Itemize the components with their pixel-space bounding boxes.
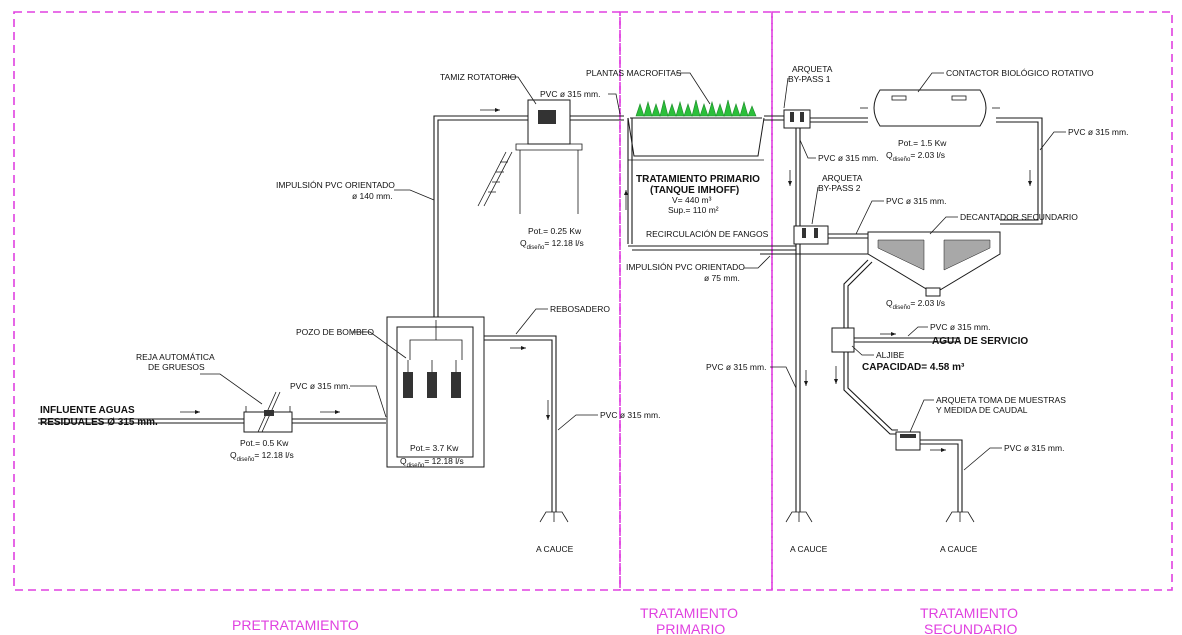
decantador-q: Qdiseño= 2.03 l/s <box>886 298 945 311</box>
arqueta-toma-label-1: ARQUETA TOMA DE MUESTRAS <box>936 395 1066 405</box>
tamiz-q: Qdiseño= 12.18 l/s <box>520 238 584 251</box>
pvc-contactor-label: PVC ø 315 mm. <box>1068 127 1128 137</box>
section-pretratamiento: PRETRATAMIENTO <box>232 617 359 633</box>
effluent-pipe <box>834 259 898 435</box>
reja-automatica <box>243 391 293 433</box>
tp-label-3: V= 440 m³ <box>672 195 712 205</box>
arqueta1-label-1: ARQUETA <box>792 64 833 74</box>
tp-label-2: (TANQUE IMHOFF) <box>650 185 739 196</box>
influent-label-2: RESIDUALES Ø 315 mm. <box>40 417 158 428</box>
capacidad-label: CAPACIDAD= 4.58 m³ <box>862 362 965 373</box>
arqueta-bypass-1 <box>783 109 868 129</box>
agua-servicio-label: AGUA DE SERVICIO <box>932 336 1028 347</box>
pvc-tamiz-label: PVC ø 315 mm. <box>540 89 600 99</box>
aljibe-label: ALJIBE <box>876 350 905 360</box>
aljibe <box>831 327 960 353</box>
contactor-label: CONTACTOR BIOLÓGICO ROTATIVO <box>946 68 1094 78</box>
pozo-q: Qdiseño= 12.18 l/s <box>400 456 464 469</box>
decantador-label: DECANTADOR SECUNDARIO <box>960 212 1078 222</box>
contactor-q: Qdiseño= 2.03 l/s <box>886 150 945 163</box>
tp-label-4: Sup.= 110 m² <box>668 205 719 215</box>
rebosadero-pipe <box>484 335 569 523</box>
arqueta2-label-1: ARQUETA <box>822 173 863 183</box>
plantas-label: PLANTAS MACROFITAS <box>586 68 682 78</box>
arqueta-toma-muestras <box>895 431 975 523</box>
arqueta1-label-2: BY-PASS 1 <box>788 74 831 84</box>
cauce-1-label: A CAUCE <box>536 544 574 554</box>
tamiz-pot: Pot.= 0.25 Kw <box>528 226 582 236</box>
pvc-bypass-label: PVC ø 315 mm. <box>818 153 878 163</box>
influent-pipe <box>38 410 386 424</box>
zone-pretratamiento <box>13 11 621 591</box>
pozo-label: POZO DE BOMBEO <box>296 327 374 337</box>
tanque-imhoff <box>627 99 784 161</box>
pvc-rebose-label: PVC ø 315 mm. <box>600 410 660 420</box>
pozo-de-bombeo <box>386 316 485 468</box>
tamiz-label: TAMIZ ROTATORIO <box>440 72 517 82</box>
pvc-final-label: PVC ø 315 mm. <box>1004 443 1064 453</box>
pvc-after-reja-label: PVC ø 315 mm. <box>290 381 350 391</box>
tamiz-rotatorio <box>477 99 624 214</box>
influent-label-1: INFLUENTE AGUAS <box>40 405 135 416</box>
tp-label-1: TRATAMIENTO PRIMARIO <box>636 174 760 185</box>
zone-primario <box>619 11 773 591</box>
reja-label-1: REJA AUTOMÁTICA <box>136 352 215 362</box>
pvc-bypass2-label: PVC ø 315 mm. <box>886 196 946 206</box>
recirc-label: RECIRCULACIÓN DE FANGOS <box>646 229 769 239</box>
impulsion-label-1: IMPULSIÓN PVC ORIENTADO <box>276 180 395 190</box>
zone-secundario <box>771 11 1173 591</box>
bypass-vertical-pipe <box>785 128 813 523</box>
arqueta-toma-label-2: Y MEDIDA DE CAUDAL <box>936 405 1028 415</box>
arqueta-bypass-2 <box>793 225 868 245</box>
reja-q: Qdiseño= 12.18 l/s <box>230 450 294 463</box>
section-secundario-line1: TRATAMIENTO <box>920 605 1018 621</box>
arqueta2-label-2: BY-PASS 2 <box>818 183 861 193</box>
contactor-biologico <box>860 89 1043 225</box>
rebosadero-label: REBOSADERO <box>550 304 610 314</box>
contactor-pot: Pot.= 1.5 Kw <box>898 138 947 148</box>
decantador-secundario <box>867 231 1001 297</box>
reja-pot: Pot.= 0.5 Kw <box>240 438 289 448</box>
impulsion-fangos-label-2: ø 75 mm. <box>704 273 740 283</box>
pvc-cauce2-label: PVC ø 315 mm. <box>706 362 766 372</box>
cauce-2-label: A CAUCE <box>790 544 828 554</box>
reja-label-2: DE GRUESOS <box>148 362 205 372</box>
zone-frames <box>13 11 1173 591</box>
section-secundario-line2: SECUNDARIO <box>924 621 1017 635</box>
recirculacion-pipe <box>624 118 920 255</box>
impulsion-pipe <box>433 108 528 317</box>
impulsion-label-2: ø 140 mm. <box>352 191 393 201</box>
pozo-pot: Pot.= 3.7 Kw <box>410 443 459 453</box>
impulsion-fangos-label-1: IMPULSIÓN PVC ORIENTADO <box>626 262 745 272</box>
cauce-3-label: A CAUCE <box>940 544 978 554</box>
section-primario-line2: PRIMARIO <box>656 621 725 635</box>
section-primario-line1: TRATAMIENTO <box>640 605 738 621</box>
pvc-servicio-label: PVC ø 315 mm. <box>930 322 990 332</box>
